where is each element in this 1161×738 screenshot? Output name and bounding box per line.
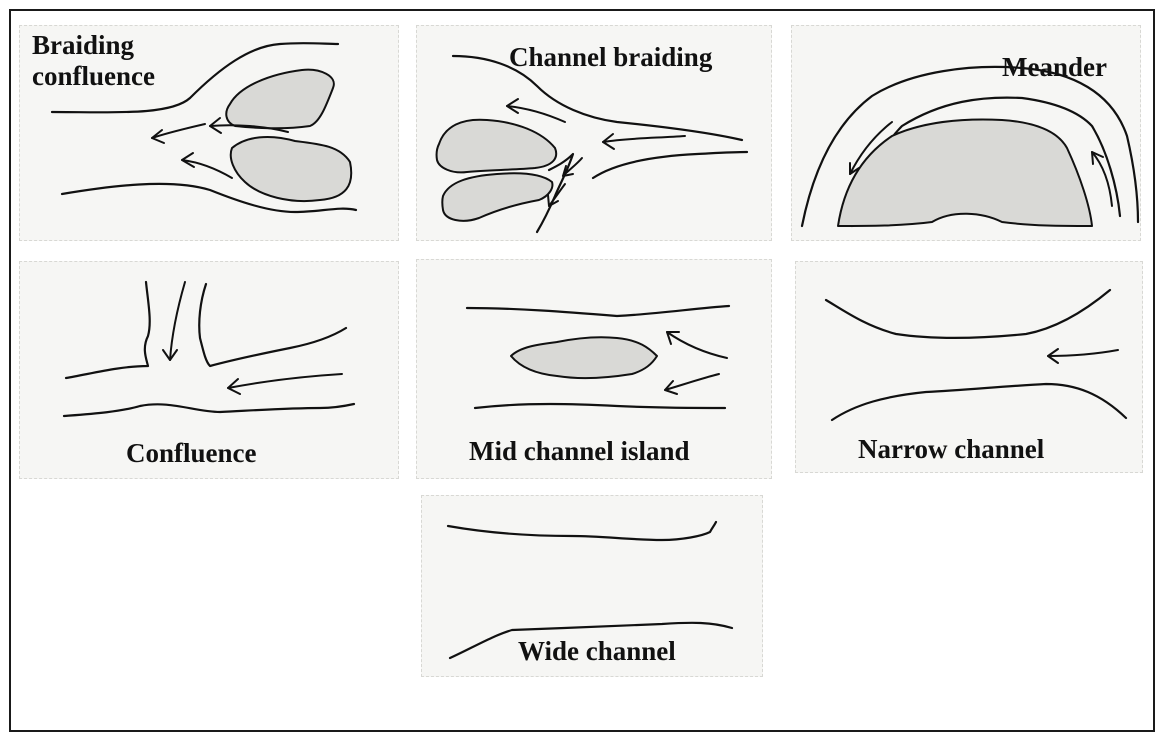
bottom-bank-line: [832, 384, 1126, 420]
bottom-bank-line: [475, 404, 725, 408]
panel-mid-channel-island: Mid channel island: [416, 259, 772, 479]
panel-label: Narrow channel: [858, 434, 1044, 465]
panel-label: Braiding confluence: [32, 30, 155, 92]
right-tributary-bank: [199, 284, 346, 366]
label-line-1: Braiding: [32, 30, 134, 60]
figure-frame: Braiding confluence: [9, 9, 1155, 732]
panel-narrow-channel: Narrow channel: [795, 261, 1143, 473]
panel-channel-braiding: Channel braiding: [416, 25, 772, 241]
top-bank-line: [448, 522, 716, 540]
panel-label: Meander: [1002, 52, 1107, 83]
flow-arrow-icon: [603, 134, 685, 149]
lower-bank-line: [593, 152, 747, 178]
top-bank-line: [826, 290, 1110, 338]
panel-label: Wide channel: [518, 636, 676, 667]
panel-confluence: Confluence: [19, 261, 399, 479]
upper-island: [226, 70, 334, 129]
flow-arrow-icon: [228, 374, 342, 394]
panel-label: Confluence: [126, 438, 257, 469]
flow-arrow-icon: [1092, 152, 1112, 206]
panel-wide-channel: Wide channel: [421, 495, 763, 677]
panel-braiding-confluence: Braiding confluence: [19, 25, 399, 241]
upper-island: [437, 120, 557, 173]
top-bank-line: [467, 306, 729, 316]
left-tributary-bank: [66, 282, 150, 378]
mid-channel-island-shape: [511, 337, 657, 378]
flow-arrow-icon: [665, 374, 719, 394]
panel-label: Mid channel island: [469, 436, 690, 467]
panel-meander: Meander: [791, 25, 1141, 241]
flow-arrow-icon: [1048, 349, 1118, 363]
main-channel-lower-bank: [64, 404, 354, 416]
flow-arrow-icon: [152, 124, 205, 143]
label-line-2: confluence: [32, 61, 155, 91]
panel-label: Channel braiding: [509, 42, 712, 73]
lower-island: [231, 137, 351, 201]
flow-arrow-icon: [163, 282, 185, 360]
flow-arrow-icon: [182, 153, 232, 178]
lower-island: [442, 173, 552, 221]
flow-arrow-icon: [667, 332, 727, 358]
